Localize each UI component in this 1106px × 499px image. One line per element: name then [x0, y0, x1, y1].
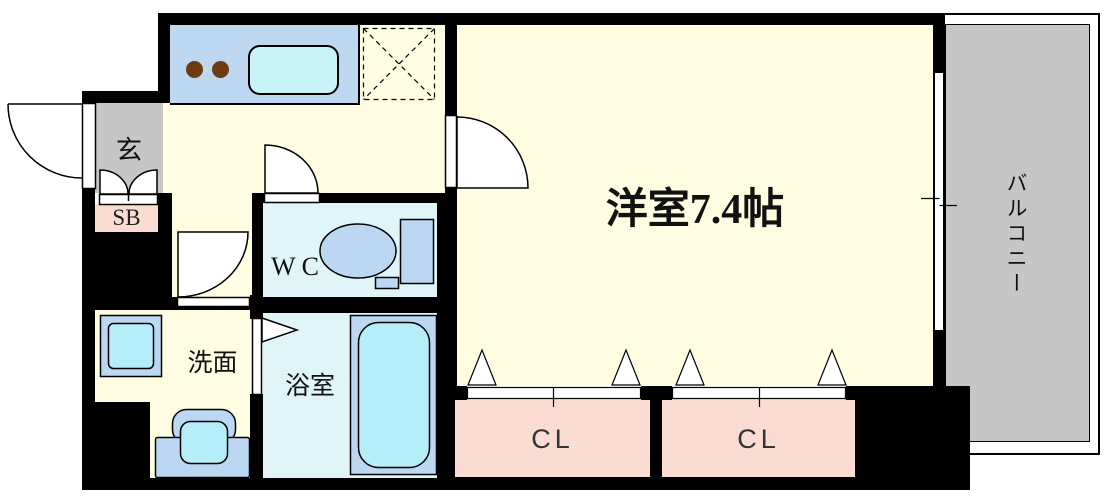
room-closet-2 — [662, 399, 855, 477]
entrance-door — [7, 102, 97, 190]
shoe-box — [95, 204, 158, 232]
bathroom-label: 浴室 — [284, 373, 335, 400]
wall-segment — [250, 394, 263, 490]
sliding-window — [933, 73, 945, 330]
wall-segment — [855, 386, 970, 490]
wall-segment — [252, 297, 445, 313]
wall-segment — [445, 13, 457, 115]
wall-segment — [650, 386, 662, 490]
wall-segment — [82, 91, 170, 103]
wall-segment — [158, 13, 170, 103]
kitchen-sink — [248, 45, 339, 95]
wall-segment — [445, 386, 467, 400]
closet-1-label: CL — [531, 423, 574, 454]
wall-segment — [437, 193, 445, 490]
wall-segment — [158, 193, 172, 232]
wall-segment — [933, 25, 945, 73]
wall-segment — [445, 188, 457, 386]
room-closet-1 — [455, 399, 650, 477]
wall-segment — [252, 193, 445, 203]
wall-segment — [445, 477, 970, 490]
gas-burner-icon — [186, 61, 203, 78]
wall-segment — [250, 295, 263, 319]
wc-label: WC — [271, 252, 325, 281]
wall-segment — [82, 402, 150, 490]
wall-segment — [252, 193, 263, 297]
balcony-label: バルコニー — [1004, 172, 1028, 297]
room-main — [457, 25, 933, 386]
closet-2-label: CL — [737, 423, 780, 454]
washroom-label: 洗面 — [187, 350, 238, 377]
gas-burner-icon — [212, 61, 229, 78]
wall-segment — [82, 478, 457, 490]
balcony-deck — [945, 24, 1090, 442]
wall-segment — [158, 13, 945, 25]
wall-segment — [933, 330, 945, 386]
entrance-label: 玄 — [115, 135, 142, 165]
room-wc — [263, 203, 437, 297]
wall-segment — [82, 297, 263, 310]
shoe-box-label: SB — [112, 205, 141, 230]
wall-segment — [437, 386, 455, 490]
main-room-label: 洋室7.4帖 — [605, 186, 785, 233]
